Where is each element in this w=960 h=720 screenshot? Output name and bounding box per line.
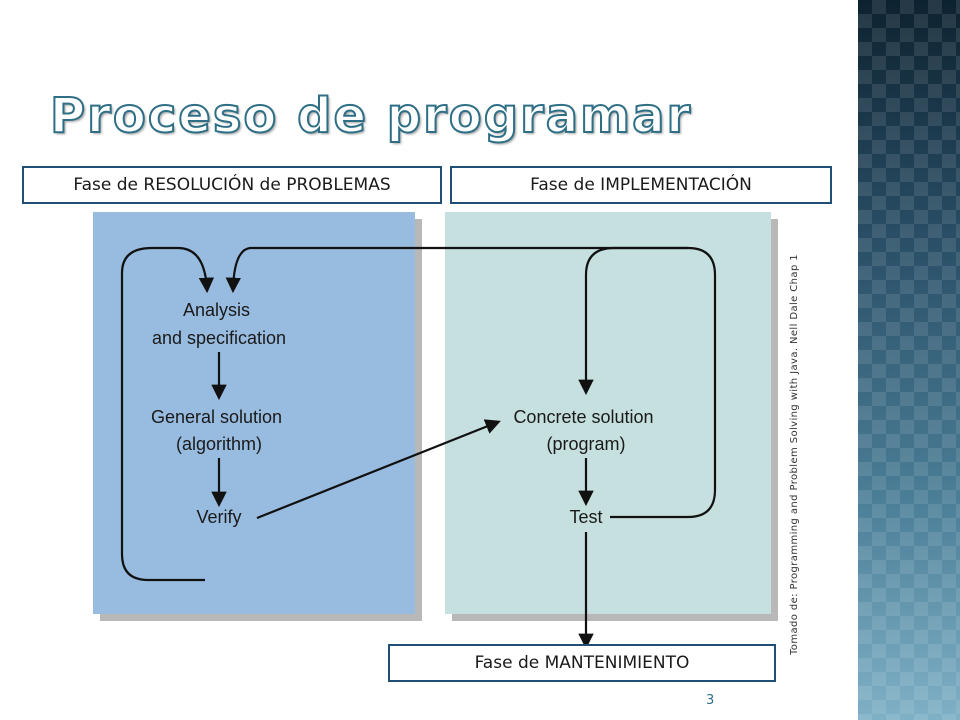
phase-implementation-label: Fase de IMPLEMENTACIÓN — [450, 166, 832, 204]
test-node: Test — [569, 507, 602, 527]
programming-process-diagram: Analysis and specification General solut… — [93, 212, 778, 650]
general-solution-line-2: (algorithm) — [176, 434, 262, 454]
concrete-solution-line-1: Concrete solution — [513, 407, 653, 427]
source-credit: Tomado de: Programming and Problem Solvi… — [789, 253, 800, 655]
concrete-solution-node: Concrete solution (program) — [513, 407, 658, 454]
slide-title: Proceso de programar — [49, 87, 693, 145]
analysis-node: Analysis and specification — [152, 300, 286, 348]
analysis-line-2: and specification — [152, 328, 286, 348]
analysis-line-1: Analysis — [183, 300, 250, 320]
implementation-panel — [445, 212, 771, 614]
problem-solving-panel — [93, 212, 415, 614]
verify-to-concrete-solution-arrow — [256, 419, 501, 520]
phase-maintenance-label: Fase de MANTENIMIENTO — [388, 644, 776, 682]
general-solution-line-1: General solution — [151, 407, 282, 427]
phase-resolution-label: Fase de RESOLUCIÓN de PROBLEMAS — [22, 166, 442, 204]
test-feedback-to-analysis-arrow — [225, 246, 717, 519]
verify-node: Verify — [196, 507, 241, 527]
concrete-solution-line-2: (program) — [546, 434, 625, 454]
page-number: 3 — [706, 693, 715, 708]
general-solution-node: General solution (algorithm) — [151, 407, 287, 454]
decorative-side-band — [858, 0, 960, 720]
test-feedback-to-concrete-solution-arrow — [578, 246, 688, 396]
verify-feedback-loop-arrow — [120, 246, 215, 582]
